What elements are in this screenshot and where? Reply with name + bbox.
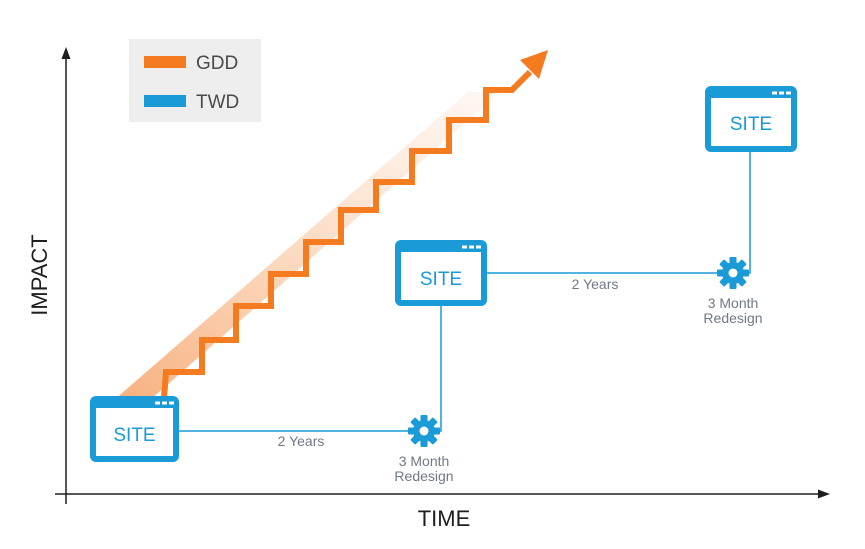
gdd-staircase-line — [161, 69, 533, 399]
twd-path-segment-2 — [484, 151, 751, 274]
redesign-note-2-line2: Redesign — [703, 310, 762, 326]
gear-icon — [408, 415, 440, 447]
redesign-note-1-line2: Redesign — [394, 468, 453, 484]
gear-icon — [717, 257, 749, 289]
legend-label-twd: TWD — [196, 92, 239, 113]
legend-label-gdd: GDD — [196, 53, 238, 74]
site-label-3: SITE — [730, 114, 772, 135]
site-window-2: SITE — [395, 240, 487, 306]
site-label-1: SITE — [113, 425, 155, 446]
legend-box — [129, 39, 261, 122]
y-axis-label: IMPACT — [27, 234, 52, 315]
site-label-2: SITE — [420, 269, 462, 290]
redesign-note-1-line1: 3 Month — [399, 453, 450, 469]
duration-label-1: 2 Years — [278, 433, 325, 449]
site-window-1: SITE — [90, 396, 179, 462]
redesign-note-2-line1: 3 Month — [708, 295, 759, 311]
gdd-arrowhead — [520, 50, 548, 79]
duration-label-2: 2 Years — [572, 276, 619, 292]
y-axis-arrow — [61, 47, 71, 59]
legend-swatch-gdd — [144, 56, 186, 68]
x-axis-label: TIME — [418, 506, 471, 531]
x-axis-arrow — [818, 489, 830, 499]
site-window-3: SITE — [705, 86, 797, 152]
legend-swatch-twd — [144, 95, 186, 107]
